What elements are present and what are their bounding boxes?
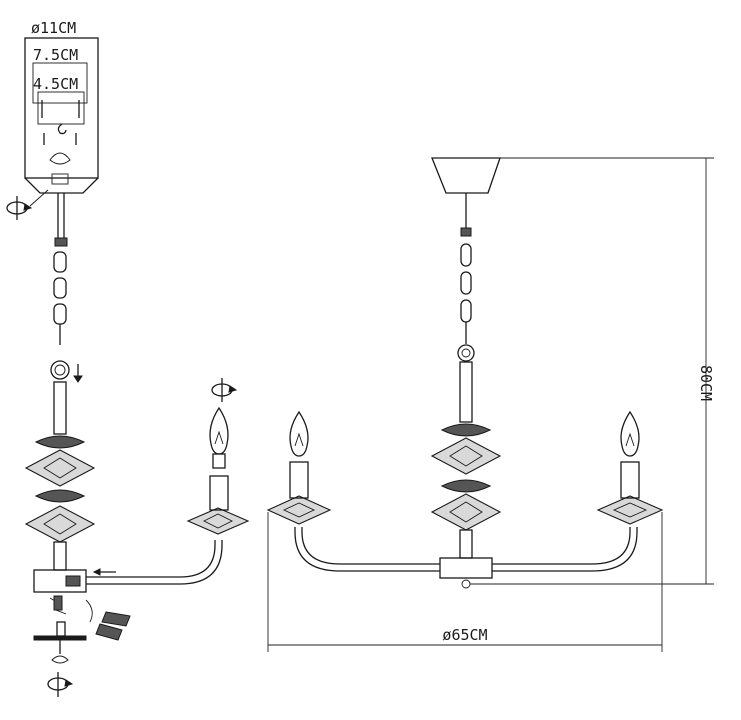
height-dimension <box>470 157 714 585</box>
arrow-left-icon <box>92 568 116 576</box>
arrow-down-icon <box>73 364 83 383</box>
bulb-icon <box>209 406 229 469</box>
width-label: ø65CM <box>442 626 487 644</box>
rotate-icon <box>211 378 238 402</box>
width-dimension <box>267 512 663 652</box>
height-label: 80CM <box>697 365 715 401</box>
rotate-icon <box>6 196 33 220</box>
arm-candle-left-detail <box>186 475 250 535</box>
left-column <box>24 381 96 593</box>
bracket-inner-label: 4.5CM <box>33 75 78 93</box>
left-chain <box>50 193 70 380</box>
canopy-detail <box>24 37 99 207</box>
rotate-icon <box>47 672 74 697</box>
left-arm <box>86 540 223 585</box>
canopy-diameter-label: ø11CM <box>31 19 76 37</box>
fittings <box>33 595 131 664</box>
assembled-fixture <box>266 157 664 589</box>
bracket-outer-label: 7.5CM <box>33 46 78 64</box>
